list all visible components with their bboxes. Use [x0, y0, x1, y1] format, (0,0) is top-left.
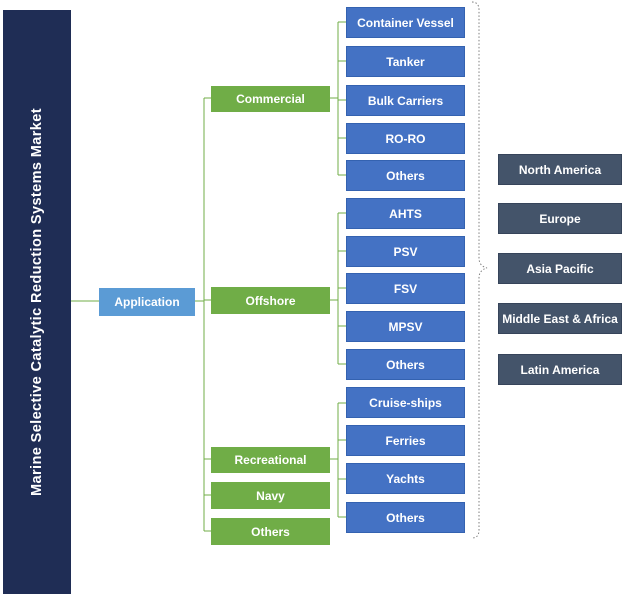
application-node: Application: [99, 288, 195, 316]
category-offshore: Offshore: [211, 287, 330, 314]
region-asia-pacific: Asia Pacific: [498, 253, 622, 284]
category-navy: Navy: [211, 482, 330, 509]
segment-yachts: Yachts: [346, 463, 465, 494]
segment-recreational-others: Others: [346, 502, 465, 533]
segment-ro-ro: RO-RO: [346, 123, 465, 154]
region-north-america: North America: [498, 154, 622, 185]
category-others: Others: [211, 518, 330, 545]
market-title-bar: Marine Selective Catalytic Reduction Sys…: [3, 10, 71, 594]
segment-ferries: Ferries: [346, 425, 465, 456]
market-title: Marine Selective Catalytic Reduction Sys…: [29, 108, 45, 496]
segment-container-vessel: Container Vessel: [346, 7, 465, 38]
segment-cruise-ships: Cruise-ships: [346, 387, 465, 418]
category-commercial: Commercial: [211, 86, 330, 112]
segment-mpsv: MPSV: [346, 311, 465, 342]
segment-offshore-others: Others: [346, 349, 465, 380]
region-europe: Europe: [498, 203, 622, 234]
segment-fsv: FSV: [346, 273, 465, 304]
segment-ahts: AHTS: [346, 198, 465, 229]
segment-tanker: Tanker: [346, 46, 465, 77]
region-latin-america: Latin America: [498, 354, 622, 385]
segment-psv: PSV: [346, 236, 465, 267]
segment-bulk-carriers: Bulk Carriers: [346, 85, 465, 116]
region-middle-east-africa: Middle East & Africa: [498, 303, 622, 334]
category-recreational: Recreational: [211, 447, 330, 473]
segment-commercial-others: Others: [346, 160, 465, 191]
